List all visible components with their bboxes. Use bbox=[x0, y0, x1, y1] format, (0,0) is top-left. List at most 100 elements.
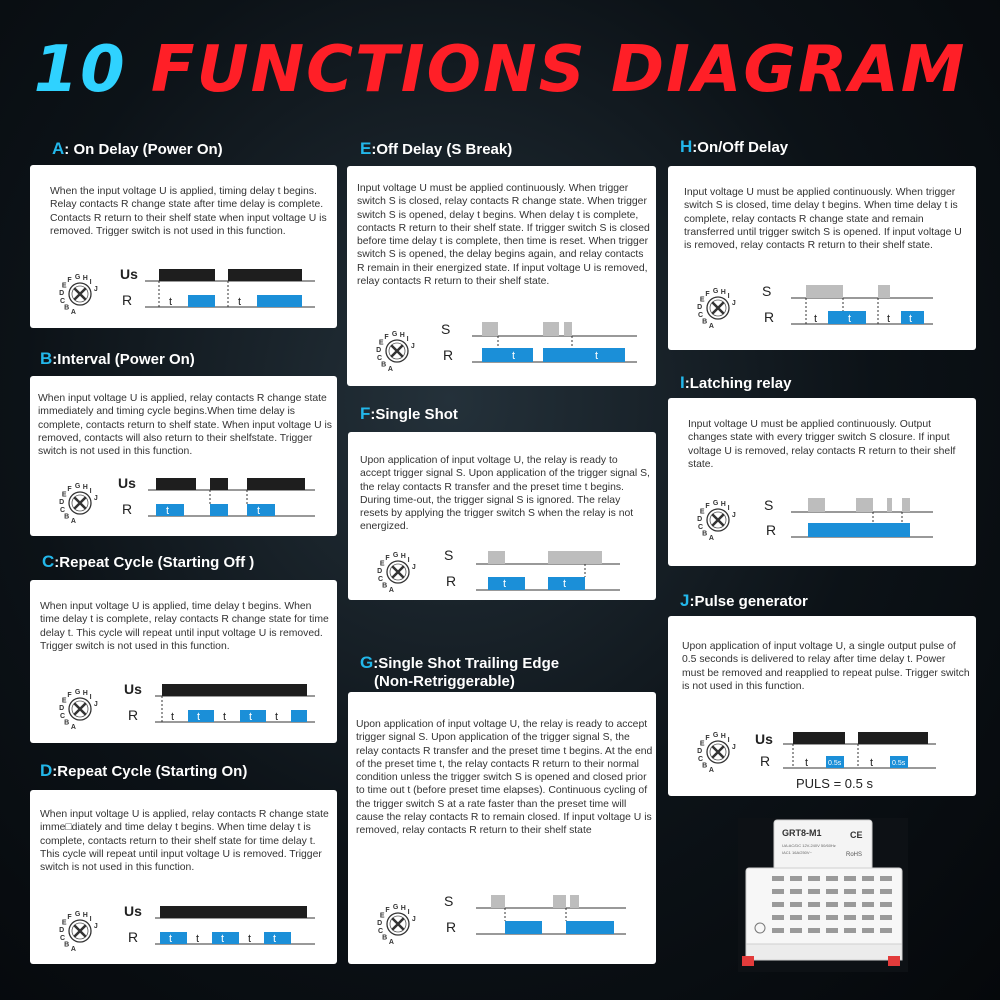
dial-letter: H bbox=[83, 484, 88, 491]
svg-text:t: t bbox=[223, 711, 226, 723]
dial-letter: J bbox=[732, 300, 736, 307]
svg-text:R: R bbox=[128, 929, 138, 945]
dial-letter: E bbox=[700, 296, 705, 303]
dial-letter: J bbox=[94, 286, 98, 293]
dial-letter: F bbox=[67, 277, 72, 284]
dial-letter: G bbox=[393, 904, 399, 911]
dial-letter: E bbox=[380, 560, 385, 567]
dial-letter: G bbox=[393, 552, 399, 559]
svg-text:t: t bbox=[870, 757, 873, 769]
dial-letter: I bbox=[90, 916, 92, 923]
time-label: t bbox=[169, 296, 172, 308]
dial-letter: C bbox=[60, 507, 65, 514]
device-model: GRT8-M1 bbox=[782, 828, 822, 838]
dial-letter: D bbox=[59, 290, 64, 297]
dial-letter: B bbox=[64, 305, 69, 312]
svg-text:t: t bbox=[196, 933, 199, 945]
dial-letter: A bbox=[389, 939, 394, 946]
svg-text:R: R bbox=[764, 309, 774, 325]
dial-letter: F bbox=[385, 555, 390, 562]
title-number: 10 bbox=[33, 33, 127, 107]
function-description-h: Input voltage U must be applied continuo… bbox=[684, 187, 962, 252]
title-text: FUNCTIONS DIAGRAM bbox=[150, 33, 967, 107]
svg-text:t: t bbox=[273, 933, 276, 945]
dial-letter: D bbox=[697, 748, 702, 755]
section-title-d: D:Repeat Cycle (Starting On) bbox=[40, 761, 248, 781]
dial-letter: E bbox=[379, 339, 384, 346]
svg-text:UA:AC/DC 12V-240V 50/60Hz: UA:AC/DC 12V-240V 50/60Hz bbox=[782, 843, 836, 848]
dial-letter: H bbox=[83, 275, 88, 282]
relay-pulse bbox=[188, 295, 215, 307]
output-label: R bbox=[122, 292, 132, 308]
dial-letter: B bbox=[702, 763, 707, 770]
svg-text:R: R bbox=[446, 919, 456, 935]
dial-letter: H bbox=[400, 332, 405, 339]
dial-letter: C bbox=[698, 312, 703, 319]
dial-letter: H bbox=[401, 553, 406, 560]
svg-text:Us: Us bbox=[124, 681, 142, 697]
dial-letter: J bbox=[94, 495, 98, 502]
dial-letter: E bbox=[62, 282, 67, 289]
dial-letter: B bbox=[702, 319, 707, 326]
svg-text:t: t bbox=[848, 313, 851, 325]
dial-letter: J bbox=[94, 701, 98, 708]
dial-letter: C bbox=[377, 355, 382, 362]
dial-letter: I bbox=[408, 909, 410, 916]
svg-text:t: t bbox=[814, 313, 817, 325]
dial-letter: F bbox=[67, 486, 72, 493]
dial-letter: I bbox=[90, 279, 92, 286]
dial-letter: J bbox=[411, 343, 415, 350]
dial-letter: I bbox=[90, 488, 92, 495]
function-description-d: When input voltage U is applied, relay c… bbox=[40, 809, 329, 874]
dial-letter: A bbox=[71, 946, 76, 953]
dial-letter: F bbox=[385, 907, 390, 914]
svg-text:S: S bbox=[444, 547, 453, 563]
dial-letter: J bbox=[412, 916, 416, 923]
function-card-d: When input voltage U is applied, relay c… bbox=[30, 790, 337, 964]
dial-letter: D bbox=[59, 705, 64, 712]
section-title-e: E:Off Delay (S Break) bbox=[360, 139, 513, 159]
dial-letter: C bbox=[698, 756, 703, 763]
dial-letter: G bbox=[713, 500, 719, 507]
dial-letter: F bbox=[705, 291, 710, 298]
dial-letter: D bbox=[376, 347, 381, 354]
dial-letter: A bbox=[709, 767, 714, 774]
section-title-j: J:Pulse generator bbox=[680, 591, 808, 611]
pulse-caption: PULS = 0.5 s bbox=[796, 776, 873, 791]
svg-text:t: t bbox=[257, 505, 260, 517]
function-card-f: Upon application of input voltage U, the… bbox=[348, 432, 656, 600]
input-label: Us bbox=[118, 475, 136, 491]
function-card-b: When input voltage U is applied, relay c… bbox=[30, 376, 337, 536]
svg-text:t: t bbox=[166, 505, 169, 517]
dial-letter: A bbox=[709, 535, 714, 542]
dial-letter: J bbox=[412, 564, 416, 571]
dial-letter: A bbox=[71, 724, 76, 731]
dial-letter: I bbox=[407, 336, 409, 343]
dial-letter: A bbox=[71, 309, 76, 316]
dial-letter: E bbox=[700, 508, 705, 515]
svg-text:t: t bbox=[171, 711, 174, 723]
svg-text:t: t bbox=[249, 711, 252, 723]
section-title-c: C:Repeat Cycle (Starting Off ) bbox=[42, 552, 255, 572]
dial-letter: B bbox=[702, 531, 707, 538]
svg-text:t: t bbox=[197, 711, 200, 723]
svg-text:RoHS: RoHS bbox=[846, 852, 862, 858]
dial-letter: H bbox=[83, 690, 88, 697]
dial-letter: H bbox=[721, 289, 726, 296]
dial-letter: F bbox=[67, 692, 72, 699]
dial-letter: H bbox=[721, 501, 726, 508]
svg-text:0.5s: 0.5s bbox=[892, 760, 906, 767]
svg-text:t: t bbox=[169, 933, 172, 945]
section-title-f: F:Single Shot bbox=[360, 404, 458, 424]
dial-letter: D bbox=[59, 927, 64, 934]
page-title: 10 FUNCTIONS DIAGRAM bbox=[0, 30, 1000, 110]
